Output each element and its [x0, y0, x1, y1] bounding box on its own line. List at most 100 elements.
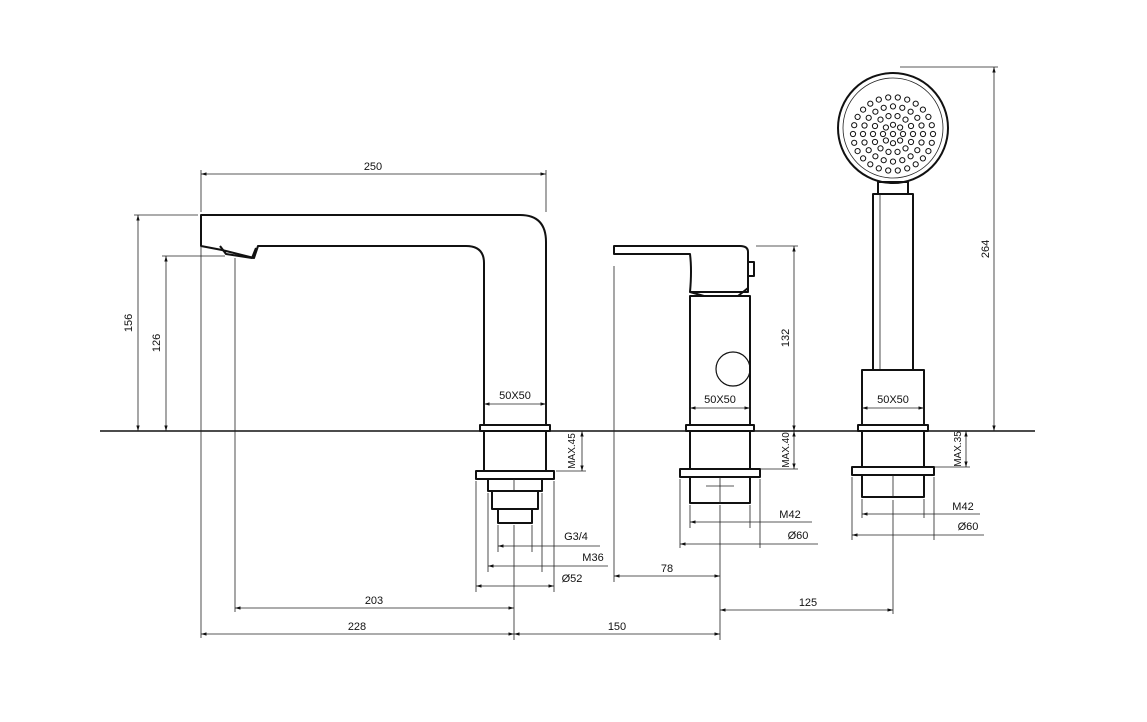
nozzle-dot [872, 153, 879, 160]
dim-mixer-o60: Ø60 [788, 530, 809, 542]
nozzle-dot [882, 137, 890, 144]
nozzle-dot [889, 121, 897, 128]
dim-spout-max: MAX.45 [567, 433, 578, 469]
shower-nozzles [849, 94, 937, 174]
nozzle-dot [865, 147, 872, 154]
dim-228: 228 [348, 621, 366, 633]
dim-spout-base: 50X50 [499, 390, 531, 402]
nozzle-dot [899, 130, 907, 138]
nozzle-dot [919, 155, 927, 162]
nozzle-dot [867, 100, 874, 107]
nozzle-dot [929, 130, 937, 138]
dim-shower-base: 50X50 [877, 394, 909, 406]
nozzle-dot [854, 148, 861, 155]
nozzle-dot [885, 113, 892, 120]
nozzle-dot [902, 116, 909, 123]
nozzle-dot [894, 94, 901, 101]
nozzle-dot [859, 130, 867, 138]
nozzle-dot [918, 122, 925, 129]
nozzle-dot [860, 155, 867, 162]
nozzle-dot [860, 106, 867, 113]
mixer-cartridge-circle [715, 351, 751, 387]
dim-250: 250 [364, 161, 382, 173]
nozzle-dot [885, 167, 892, 174]
nozzle-dot [899, 157, 906, 164]
nozzle-dot [909, 130, 917, 138]
dim-mixer-m42: M42 [779, 509, 800, 521]
nozzle-dot [912, 100, 919, 107]
nozzle-dot [854, 113, 861, 121]
nozzle-dot [919, 106, 927, 113]
bath-spout [200, 214, 555, 524]
dim-203: 203 [365, 595, 383, 607]
nozzle-dot [918, 139, 925, 146]
hand-shower [837, 72, 949, 498]
nozzle-dot [919, 130, 927, 138]
nozzle-dot [875, 96, 882, 103]
nozzle-dot [871, 122, 879, 130]
dimension-lines [134, 66, 998, 640]
nozzle-dot [889, 130, 897, 138]
nozzle-dot [851, 139, 858, 146]
nozzle-dot [880, 157, 887, 164]
dim-m36: M36 [582, 552, 603, 564]
nozzle-dot [907, 153, 914, 160]
nozzle-dot [907, 122, 915, 130]
dim-126: 126 [151, 334, 163, 352]
nozzle-dot [897, 124, 904, 131]
dim-g34: G3/4 [564, 531, 588, 543]
nozzle-dot [885, 94, 892, 101]
nozzle-dot [877, 116, 884, 123]
nozzle-dot [882, 124, 890, 131]
dim-264: 264 [980, 240, 992, 258]
nozzle-dot [889, 158, 897, 165]
nozzle-dot [877, 145, 884, 152]
nozzle-dot [904, 96, 911, 103]
dim-78: 78 [661, 563, 673, 575]
nozzle-dot [872, 108, 879, 115]
dim-shower-m42: M42 [952, 501, 973, 513]
nozzle-dot [879, 130, 887, 138]
nozzle-dot [869, 130, 877, 138]
nozzle-dot [928, 139, 935, 146]
dim-o52: Ø52 [562, 573, 583, 585]
nozzle-dot [904, 165, 911, 172]
dimension-labels: 250 156 126 50X50 MAX.45 G3/4 M36 Ø52 20… [123, 161, 992, 633]
nozzle-dot [875, 165, 882, 172]
nozzle-dot [861, 139, 868, 146]
nozzle-dot [880, 104, 887, 111]
dim-shower-max: MAX.35 [953, 431, 964, 467]
dim-mixer-base: 50X50 [704, 394, 736, 406]
nozzle-dot [865, 114, 872, 121]
dim-mixer-max: MAX.40 [781, 432, 792, 468]
nozzle-dot [867, 161, 874, 168]
nozzle-dot [899, 104, 906, 111]
nozzle-dot [894, 113, 901, 120]
nozzle-dot [914, 114, 921, 121]
nozzle-dot [928, 122, 935, 129]
dim-shower-o60: Ø60 [958, 521, 979, 533]
nozzle-dot [885, 148, 892, 155]
nozzle-dot [861, 122, 868, 129]
dim-156: 156 [123, 314, 135, 332]
nozzle-dot [889, 103, 897, 110]
nozzle-dot [897, 137, 904, 144]
nozzle-dot [925, 148, 932, 155]
nozzle-dot [851, 122, 858, 129]
nozzle-dot [902, 145, 909, 152]
nozzle-dot [894, 167, 901, 174]
mixer-body [613, 245, 761, 504]
nozzle-dot [925, 113, 932, 121]
nozzle-dot [849, 130, 857, 138]
nozzle-dot [889, 140, 897, 147]
nozzle-dot [871, 138, 879, 146]
dim-125: 125 [799, 597, 817, 609]
dim-132: 132 [780, 329, 792, 347]
nozzle-dot [907, 108, 914, 115]
nozzle-dot [907, 138, 915, 146]
nozzle-dot [912, 161, 919, 168]
nozzle-dot [914, 147, 921, 154]
dim-150: 150 [608, 621, 626, 633]
nozzle-dot [894, 148, 901, 155]
